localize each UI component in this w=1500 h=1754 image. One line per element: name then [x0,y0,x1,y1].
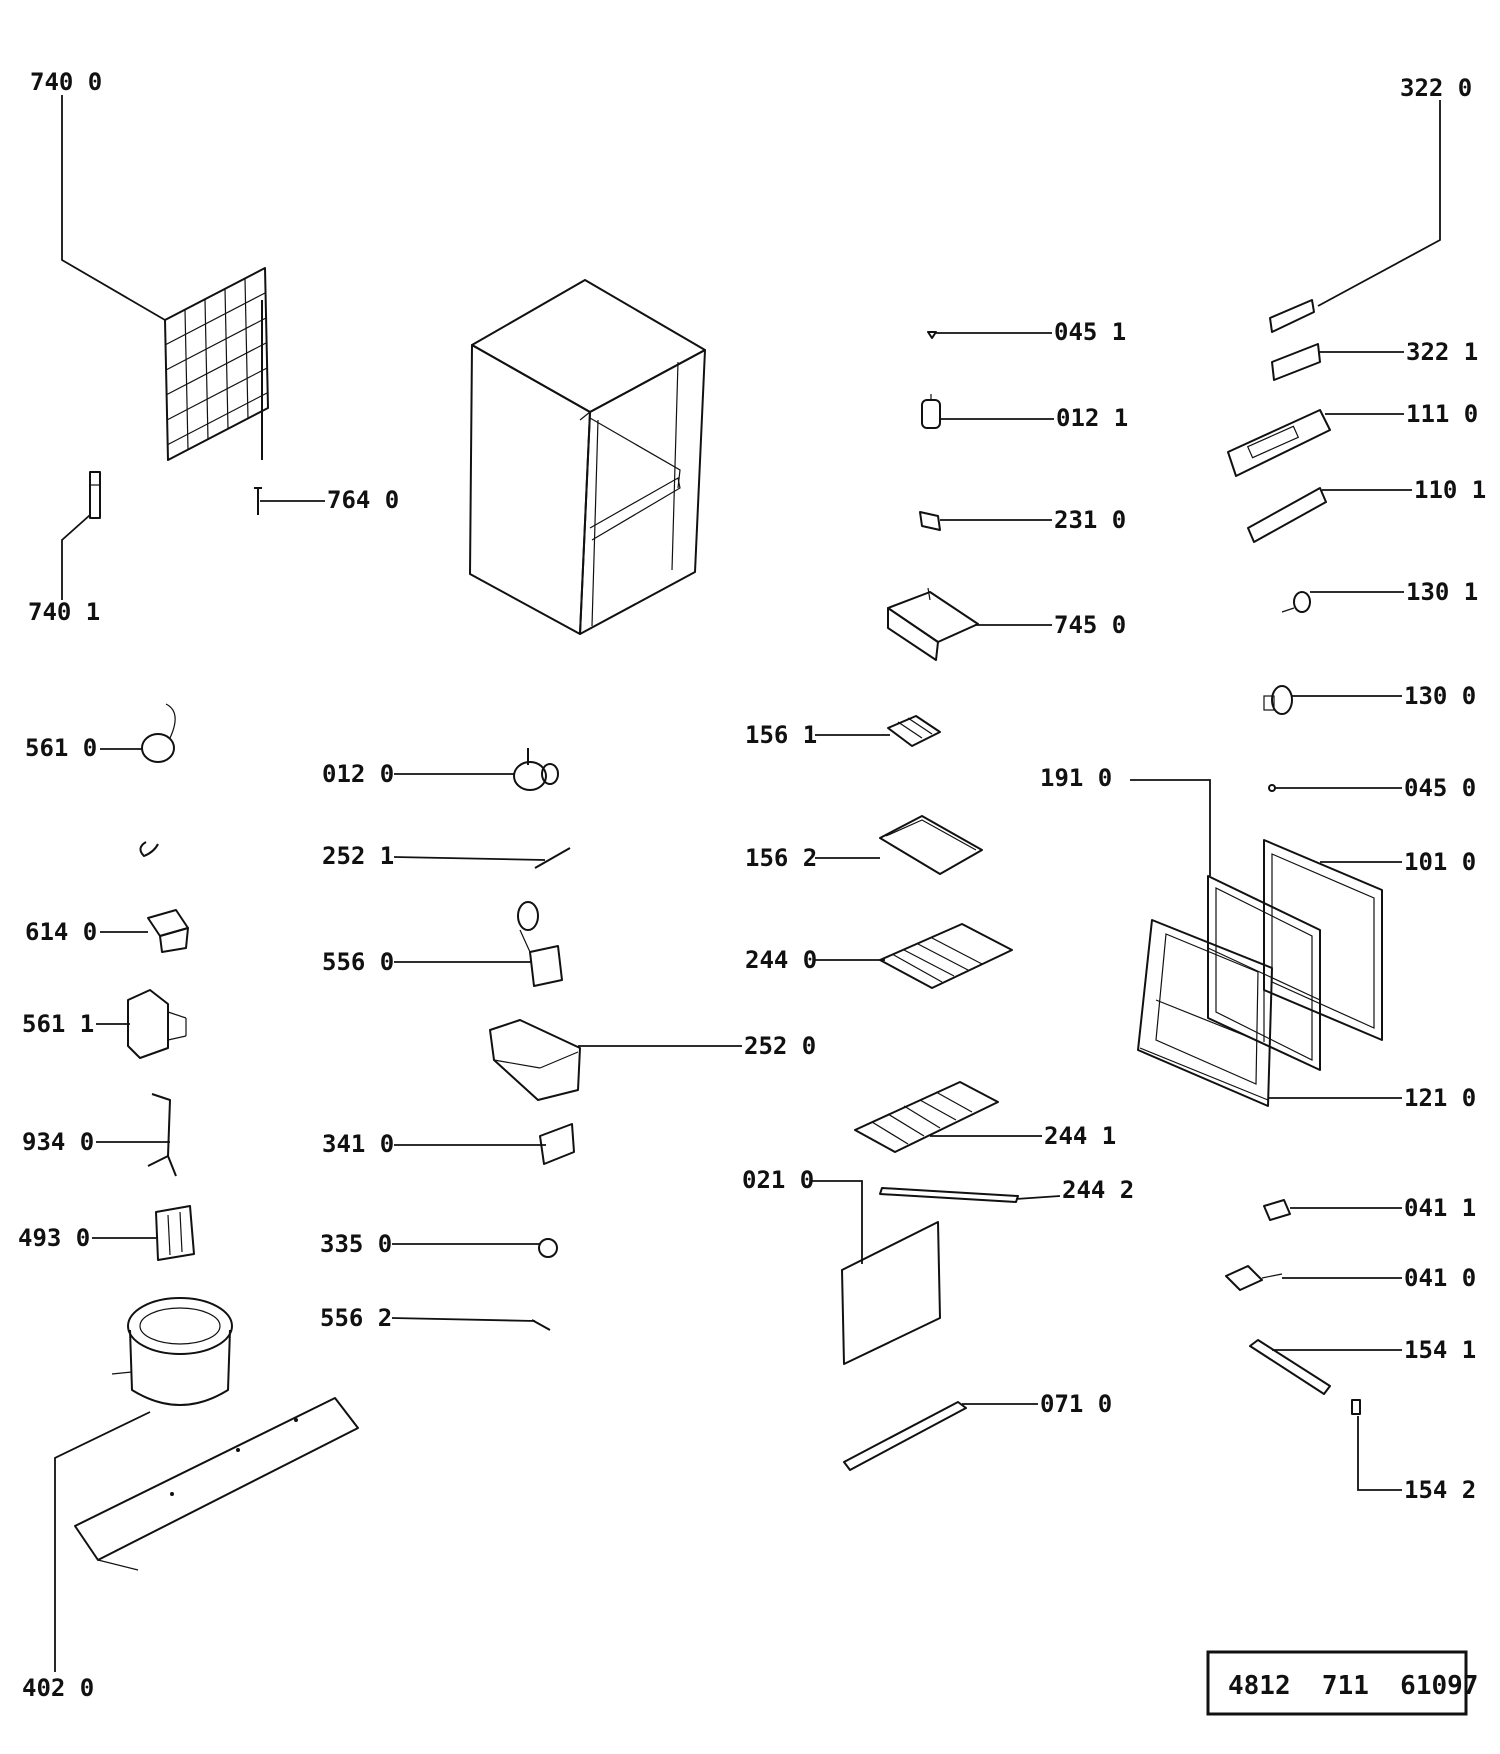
leader-402-0 [54,1411,151,1672]
leader-021-0 [812,1180,863,1264]
part-handle-trim [1247,487,1327,543]
leader-252-1 [393,856,546,861]
label-341-0: 341 0 [322,1130,394,1158]
part-thermostat-capillary [534,847,571,869]
label-244-0: 244 0 [745,946,817,974]
part-door-pin [1281,591,1311,613]
label-121-0: 121 0 [1404,1084,1476,1112]
part-hinge-cover [1269,299,1315,333]
label-130-1: 130 1 [1406,578,1478,606]
leader-740-0 [61,95,166,321]
label-764-0: 764 0 [327,486,399,514]
part-screw [927,331,937,339]
label-614-0: 614 0 [25,918,97,946]
part-handle-bar [1227,409,1331,477]
part-starter-block [127,989,187,1059]
part-drain-plug [919,511,941,531]
leader-244-2 [1015,1195,1061,1200]
part-starter-relay [141,703,176,763]
label-561-0: 561 0 [25,734,97,762]
part-lamp-holder [513,748,559,791]
part-door-gasket [1207,875,1321,1071]
label-041-1: 041 1 [1404,1194,1476,1222]
part-small-screw [1268,784,1276,792]
part-lamp-socket [921,394,941,429]
part-knob-mount [539,1123,575,1165]
part-condenser-bracket [89,471,101,519]
document-number-box: 4812 711 61097 [1206,1650,1478,1716]
label-493-0: 493 0 [18,1224,90,1252]
document-number: 4812 711 61097 [1228,1671,1478,1701]
part-door-liner [1137,919,1273,1107]
part-small-pin [531,1319,551,1331]
leader-154-2 [1357,1416,1402,1491]
label-244-2: 244 2 [1062,1176,1134,1204]
label-252-1: 252 1 [322,842,394,870]
label-130-0: 130 0 [1404,682,1476,710]
label-191-0: 191 0 [1040,764,1112,792]
label-231-0: 231 0 [1054,506,1126,534]
part-door-outer [1263,839,1383,1041]
label-045-1: 045 1 [1054,318,1126,346]
label-110-1: 110 1 [1414,476,1486,504]
leader-740-1 [61,514,91,600]
label-934-0: 934 0 [22,1128,94,1156]
label-012-0: 012 0 [322,760,394,788]
label-111-0: 111 0 [1406,400,1478,428]
part-ice-cube-tray [887,715,941,747]
label-154-1: 154 1 [1404,1336,1476,1364]
part-thermostat [517,901,563,987]
part-wire-harness [147,1093,177,1177]
part-shelf-bar [879,1187,1019,1203]
label-335-0: 335 0 [320,1230,392,1258]
label-012-1: 012 1 [1056,404,1128,432]
leader-322-0 [1317,100,1441,307]
label-402-0: 402 0 [22,1674,94,1702]
label-252-0: 252 0 [744,1032,816,1060]
part-grid-shelf [854,1081,999,1153]
label-041-0: 041 0 [1404,1264,1476,1292]
part-thermostat-housing [489,1019,581,1101]
leader-191-0 [1130,779,1211,876]
label-740-0: 740 0 [30,68,102,96]
label-556-0: 556 0 [322,948,394,976]
part-base-plate [74,1397,359,1571]
part-strip-end-cap [1351,1399,1361,1415]
label-071-0: 071 0 [1040,1390,1112,1418]
part-wire-rack [879,923,1013,989]
label-556-2: 556 2 [320,1304,392,1332]
part-cabinet [469,279,706,635]
part-thermostat-knob [538,1238,558,1258]
part-door-strip [1249,1339,1331,1395]
label-101-0: 101 0 [1404,848,1476,876]
part-compressor [111,1297,233,1406]
part-back-panel [841,1221,941,1365]
part-thermal-protector [147,909,189,953]
label-322-0: 322 0 [1400,74,1472,102]
label-154-2: 154 2 [1404,1476,1476,1504]
label-156-2: 156 2 [745,844,817,872]
label-740-1: 740 1 [28,598,100,626]
label-322-1: 322 1 [1406,338,1478,366]
part-tray [879,815,983,875]
part-capacitor [155,1205,195,1261]
part-door-bushing [1263,685,1293,715]
part-hinge-pin [1263,1199,1291,1221]
part-trim-strip [843,1401,967,1471]
part-condenser-coil [164,267,269,461]
leader-556-2 [391,1317,536,1322]
part-drip-tray [887,587,979,661]
part-small-clip [139,841,159,857]
label-021-0: 021 0 [742,1166,814,1194]
label-156-1: 156 1 [745,721,817,749]
label-244-1: 244 1 [1044,1122,1116,1150]
part-hinge-plate [1225,1265,1283,1291]
label-745-0: 745 0 [1054,611,1126,639]
label-561-1: 561 1 [22,1010,94,1038]
part-clip [254,487,262,515]
label-045-0: 045 0 [1404,774,1476,802]
part-hinge [1271,343,1321,381]
